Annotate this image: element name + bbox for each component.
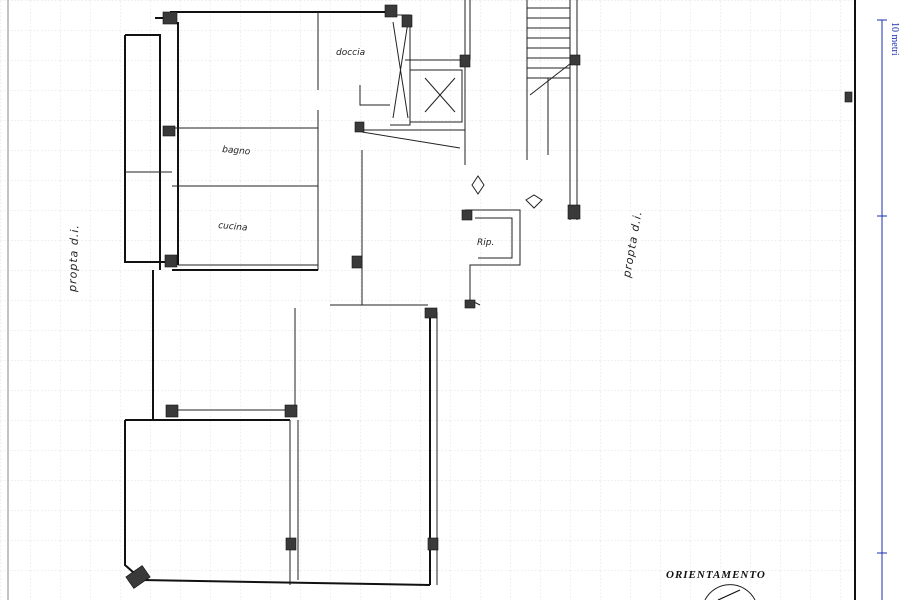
compass-needle [717,589,741,600]
pillars [125,4,853,589]
entry-arrow-right [525,194,543,209]
staircase [526,0,578,220]
label-cucina: cucina [218,221,248,234]
label-ripostiglio: Rip. [477,238,494,248]
label-bagno: bagno [222,145,251,157]
orientamento-label: ORIENTAMENTO [666,569,766,581]
scale-bar: 10 metri [877,19,900,600]
entry-arrow-left [471,175,485,195]
label-doccia: doccia [336,48,365,58]
label-propta-left: propta d.i. [66,224,81,293]
scale-label: 10 metri [889,22,900,56]
grid-paper [0,0,855,600]
right-margin [856,0,900,600]
compass-icon [704,584,756,600]
